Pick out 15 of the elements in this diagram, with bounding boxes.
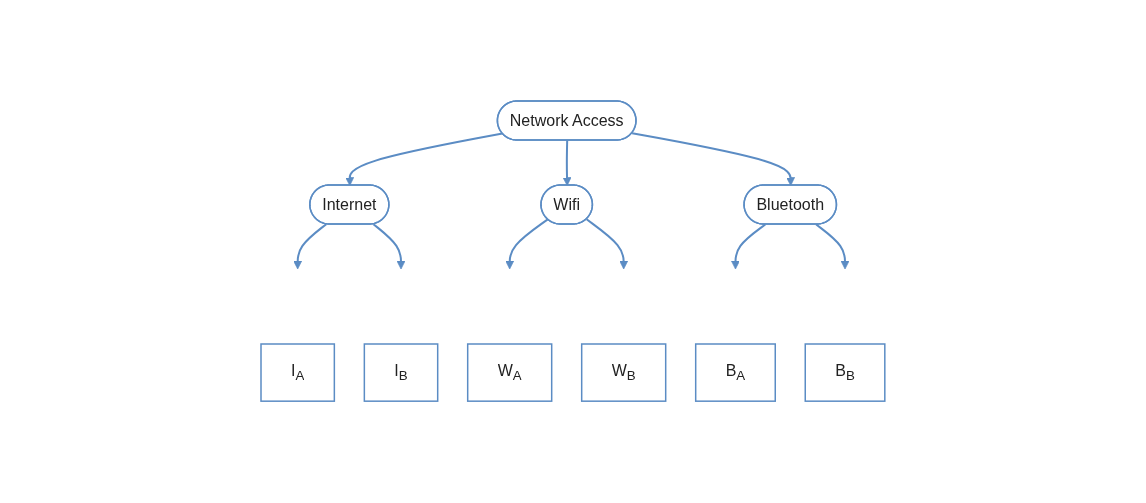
arrow — [505, 218, 549, 270]
arrow — [293, 223, 328, 270]
arrow — [631, 132, 796, 187]
arrow — [585, 218, 629, 270]
node-box: B$_{A}$ — [695, 343, 777, 403]
node-box: W$_{B}$ — [581, 343, 667, 403]
node-box: I$_{A}$ — [260, 343, 336, 403]
arrow — [815, 223, 850, 270]
arrow — [345, 132, 504, 187]
node-box: I$_{B}$ — [363, 343, 439, 403]
arrow — [731, 223, 767, 270]
node-box: W$_{A}$ — [467, 343, 553, 403]
arrow — [562, 139, 572, 187]
node-box: B$_{B}$ — [804, 343, 886, 403]
arrow — [372, 223, 406, 270]
